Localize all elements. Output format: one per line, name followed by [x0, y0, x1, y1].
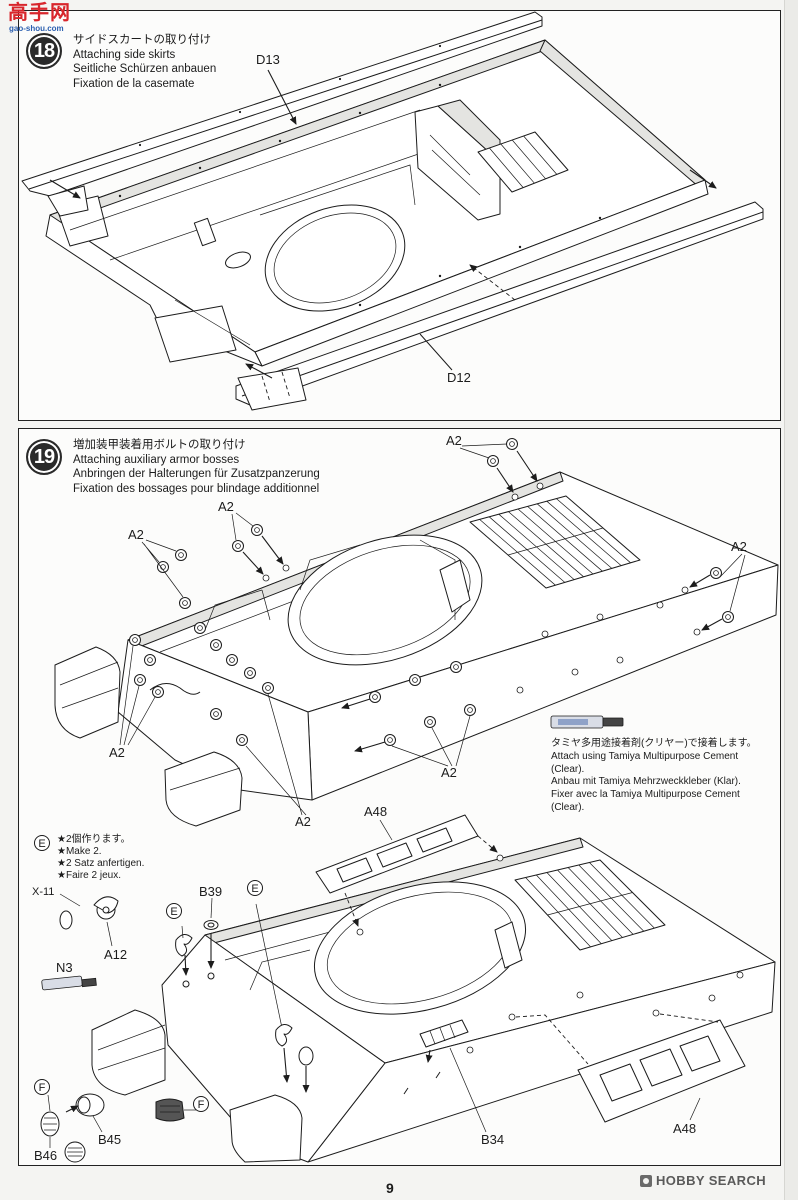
part-label-a12: A12 — [104, 947, 128, 962]
step19-title-fr: Fixation des bossages pour blindage addi… — [73, 482, 320, 495]
part-label-d12: D12 — [447, 370, 471, 385]
cement-tube-n3 — [41, 975, 97, 991]
part-label-a2: A2 — [441, 765, 457, 780]
make-note-ja: ★2個作ります。 — [57, 834, 131, 845]
site-logo-url: gao-shou.com — [9, 24, 64, 33]
armor-frame-a48-upper — [315, 814, 498, 927]
next-page-edge — [784, 0, 798, 1200]
subassembly-marker-e: E — [247, 880, 263, 896]
page-number: 9 — [386, 1180, 394, 1196]
part-label-a48-upper: A48 — [364, 804, 388, 819]
cement-note-fr: Fixer avec la Tamiya Multipurpose Cement — [551, 789, 740, 801]
site-logo: 高手网 — [8, 2, 71, 24]
part-label-b45: B45 — [98, 1132, 122, 1147]
hull-step19-lower — [91, 837, 776, 1163]
part-label-d13: D13 — [256, 52, 280, 67]
grab-handle-b34 — [403, 1019, 487, 1133]
cement-note-ja: タミヤ多用途接着剤(クリヤー)で接着します。 — [551, 738, 757, 749]
step19-title-de: Anbringen der Halterungen für Zusatzpanz… — [73, 468, 320, 480]
hull-step19-upper — [54, 471, 779, 827]
part-label-a2: A2 — [109, 745, 125, 760]
step18-number: 18 — [33, 40, 55, 62]
subassembly-marker-f: F — [34, 1079, 50, 1095]
side-skirt-d13 — [21, 11, 543, 217]
subassembly-marker-e: E — [34, 835, 50, 851]
cement-note-fr-2: (Clear). — [551, 801, 585, 813]
part-label-a2: A2 — [731, 539, 747, 554]
part-label-a2: A2 — [128, 527, 144, 542]
make-note-en: ★Make 2. — [57, 846, 102, 857]
cement-note-en-2: (Clear). — [551, 763, 585, 775]
step19-title-en: Attaching auxiliary armor bosses — [73, 453, 240, 466]
step18-title-fr: Fixation de la casemate — [73, 77, 195, 90]
part-label-a2: A2 — [295, 814, 311, 829]
step19-title-ja: 増加装甲装着用ボルトの取り付け — [73, 439, 246, 451]
cement-note: タミヤ多用途接着剤(クリヤー)で接着します。 Attach using Tami… — [551, 738, 757, 815]
subassembly-marker-f: F — [193, 1096, 209, 1112]
step18-titles: サイドスカートの取り付け Attaching side skirts Seitl… — [73, 33, 216, 91]
make-two-note: ★2個作ります。 ★Make 2. ★2 Satz anfertigen. ★F… — [57, 834, 144, 882]
step19-upper-arrows — [119, 443, 746, 816]
part-label-a48-lower: A48 — [673, 1121, 697, 1136]
step18-title-ja: サイドスカートの取り付け — [73, 34, 211, 46]
part-label-n3: N3 — [56, 960, 73, 975]
part-label-a2: A2 — [446, 433, 462, 448]
watermark-text: HOBBY SEARCH — [656, 1173, 767, 1188]
part-label-b39: B39 — [199, 884, 223, 899]
hull-step18 — [45, 39, 709, 367]
part-label-b34: B34 — [481, 1132, 505, 1147]
watermark-icon — [640, 1175, 652, 1187]
side-skirt-d12 — [235, 201, 764, 411]
step19-number: 19 — [33, 446, 55, 468]
small-parts-left — [40, 893, 314, 1163]
step18-arrows — [49, 69, 717, 379]
part-label-b46: B46 — [34, 1148, 58, 1163]
make-note-fr: ★Faire 2 jeux. — [57, 870, 121, 881]
step18-number-badge: 18 — [26, 33, 62, 69]
step19-number-badge: 19 — [26, 439, 62, 475]
step19-titles: 増加装甲装着用ボルトの取り付け Attaching auxiliary armo… — [73, 438, 320, 496]
subassembly-marker-e: E — [166, 903, 182, 919]
cement-tube-icon — [550, 715, 624, 729]
cement-note-en: Attach using Tamiya Multipurpose Cement — [551, 750, 739, 762]
step18-title-de: Seitliche Schürzen anbauen — [73, 63, 217, 75]
make-note-de: ★2 Satz anfertigen. — [57, 858, 145, 869]
part-label-a2: A2 — [218, 499, 234, 514]
cement-note-de: Anbau mit Tamiya Mehrzweckkleber (Klar). — [551, 776, 741, 788]
step18-title-en: Attaching side skirts — [73, 48, 176, 61]
armor-frame-a48-lower — [515, 1013, 746, 1123]
tool-label-x11: X-11 — [32, 886, 55, 898]
watermark: HOBBY SEARCH — [640, 1173, 766, 1189]
